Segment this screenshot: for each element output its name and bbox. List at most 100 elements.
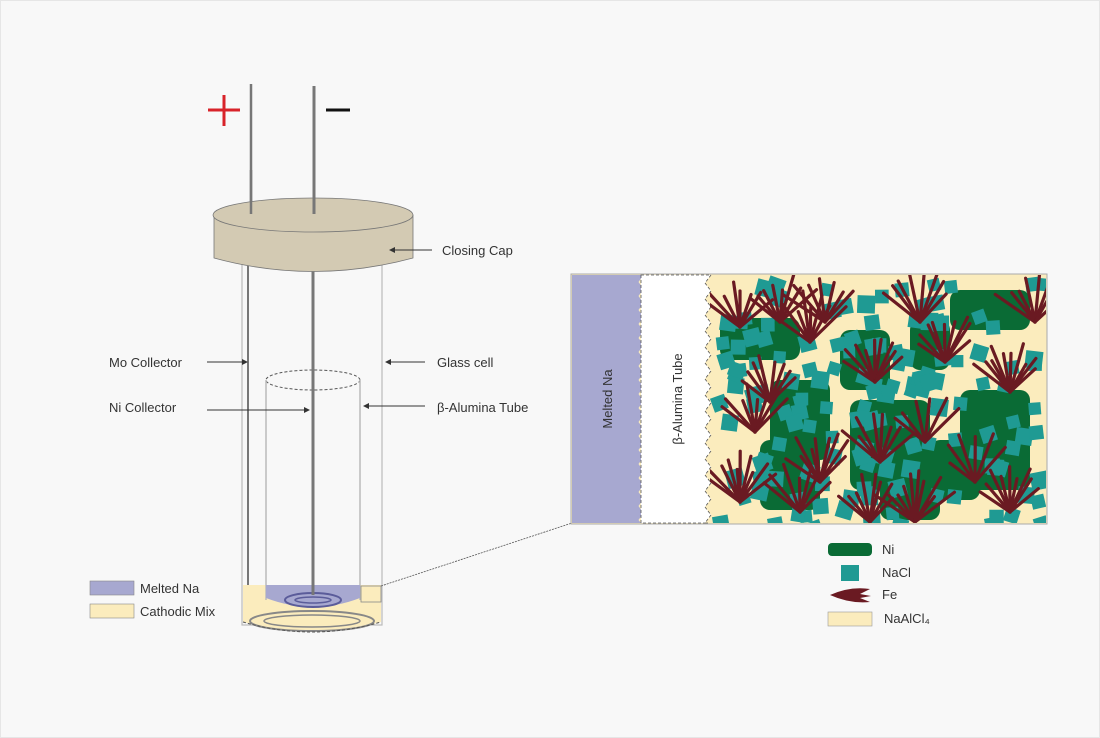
nacl-crystal bbox=[969, 343, 990, 364]
legend-swatch-cathodic-mix bbox=[89, 603, 135, 619]
legend-label-melted-na: Melted Na bbox=[140, 581, 200, 596]
callout-closing-cap: Closing Cap bbox=[389, 243, 513, 258]
nacl-crystal bbox=[1014, 426, 1034, 446]
label-beta-alumina-tube: β-Alumina Tube bbox=[437, 400, 528, 415]
callout-glass-cell: Glass cell bbox=[385, 355, 493, 370]
fe-particle bbox=[842, 337, 904, 384]
nacl-crystal bbox=[951, 355, 964, 368]
nacl-crystal bbox=[730, 339, 746, 355]
nacl-crystal bbox=[985, 320, 1001, 335]
callout-beta-alumina: β-Alumina Tube bbox=[363, 400, 528, 415]
nacl-crystal bbox=[919, 371, 941, 393]
nacl-crystal bbox=[865, 383, 883, 401]
nacl-crystal bbox=[978, 424, 998, 445]
fe-particle bbox=[871, 469, 956, 523]
nacl-crystal bbox=[826, 360, 843, 377]
zoom-panel: Melted Na β-Alumina Tube bbox=[570, 273, 1048, 525]
nacl-crystal bbox=[773, 350, 787, 364]
fe-particle bbox=[993, 275, 1046, 324]
nacl-crystal bbox=[876, 384, 897, 404]
nacl-crystal bbox=[1005, 414, 1021, 430]
nacl-crystal bbox=[943, 279, 959, 295]
fe-particle bbox=[720, 382, 789, 434]
nacl-crystal bbox=[903, 436, 923, 456]
nacl-crystal bbox=[1028, 424, 1045, 441]
fe-particle bbox=[762, 462, 832, 514]
nacl-crystal bbox=[953, 396, 968, 412]
legend-label-naalcl4: NaAlCl₄ bbox=[884, 611, 930, 626]
nacl-crystal bbox=[807, 519, 823, 523]
label-ni-collector: Ni Collector bbox=[109, 400, 177, 415]
nacl-crystal bbox=[1030, 493, 1046, 510]
legend-swatch-naalcl4 bbox=[827, 611, 873, 627]
nacl-crystal bbox=[1004, 439, 1022, 457]
nacl-crystal bbox=[1028, 402, 1042, 416]
nacl-crystal bbox=[810, 370, 831, 390]
legend-label-nacl: NaCl bbox=[882, 565, 911, 580]
nacl-crystal bbox=[1029, 470, 1046, 491]
legend-label-ni: Ni bbox=[882, 542, 894, 557]
nacl-crystal bbox=[819, 401, 834, 415]
nacl-crystal bbox=[766, 516, 785, 523]
zoom-connector-line bbox=[380, 522, 573, 587]
nacl-crystal bbox=[812, 497, 829, 515]
fe-particle bbox=[775, 289, 848, 344]
nacl-crystal bbox=[749, 481, 770, 502]
callout-mo-collector: Mo Collector bbox=[109, 355, 248, 370]
legend-label-fe: Fe bbox=[882, 587, 897, 602]
label-closing-cap: Closing Cap bbox=[442, 243, 513, 258]
nacl-crystal bbox=[754, 451, 774, 472]
nacl-crystal bbox=[946, 489, 963, 505]
fe-particle bbox=[978, 465, 1040, 514]
cell-legend: Melted Na Cathodic Mix bbox=[89, 580, 216, 619]
fe-particle bbox=[972, 342, 1038, 394]
legend-swatch-melted-na bbox=[89, 580, 135, 596]
fe-particle bbox=[917, 315, 972, 364]
closing-cap bbox=[212, 170, 414, 272]
legend-swatch-ni bbox=[828, 543, 872, 556]
fe-particle bbox=[840, 412, 915, 464]
panel-label-beta-alumina: β-Alumina Tube bbox=[670, 353, 685, 444]
panel-label-melted-na: Melted Na bbox=[600, 369, 615, 429]
negative-terminal bbox=[312, 86, 350, 215]
nacl-crystal bbox=[989, 509, 1004, 523]
nacl-crystal bbox=[711, 514, 731, 523]
label-mo-collector: Mo Collector bbox=[109, 355, 183, 370]
nacl-crystal bbox=[792, 393, 808, 409]
nacl-crystal bbox=[975, 376, 991, 392]
nacl-crystal bbox=[802, 418, 817, 434]
nacl-crystal bbox=[890, 516, 910, 523]
fe-particle bbox=[710, 449, 778, 504]
nacl-crystal bbox=[856, 295, 876, 314]
fe-particle bbox=[837, 472, 895, 523]
cathode-material-mix bbox=[710, 275, 1046, 523]
fe-particle bbox=[946, 432, 1007, 484]
positive-terminal bbox=[208, 84, 253, 215]
nacl-crystal bbox=[900, 459, 921, 480]
ni-particle bbox=[930, 440, 980, 500]
panel-melted-na bbox=[572, 275, 644, 523]
ni-particle bbox=[950, 290, 1030, 330]
nacl-crystal bbox=[760, 317, 775, 332]
nacl-crystal bbox=[742, 326, 763, 348]
nacl-crystal bbox=[785, 413, 805, 433]
legend-label-cathodic-mix: Cathodic Mix bbox=[140, 604, 216, 619]
nacl-crystal bbox=[716, 350, 737, 371]
nacl-crystal bbox=[971, 308, 988, 326]
nacl-crystal bbox=[1032, 515, 1046, 523]
fe-particle bbox=[784, 432, 850, 484]
legend-swatch-fe bbox=[830, 588, 871, 603]
nacl-crystal bbox=[715, 336, 730, 351]
fe-particle bbox=[893, 396, 961, 444]
label-glass-cell: Glass cell bbox=[437, 355, 493, 370]
zoom-region-marker bbox=[360, 585, 382, 603]
nacl-crystal bbox=[895, 347, 916, 368]
fe-particle bbox=[881, 275, 948, 324]
nacl-crystal bbox=[877, 460, 896, 479]
nacl-crystal bbox=[857, 409, 872, 425]
callout-ni-collector: Ni Collector bbox=[109, 400, 310, 415]
material-legend: Ni NaCl Fe NaAlCl₄ bbox=[827, 542, 930, 627]
nacl-crystal bbox=[863, 314, 881, 332]
nacl-crystal bbox=[829, 336, 846, 353]
